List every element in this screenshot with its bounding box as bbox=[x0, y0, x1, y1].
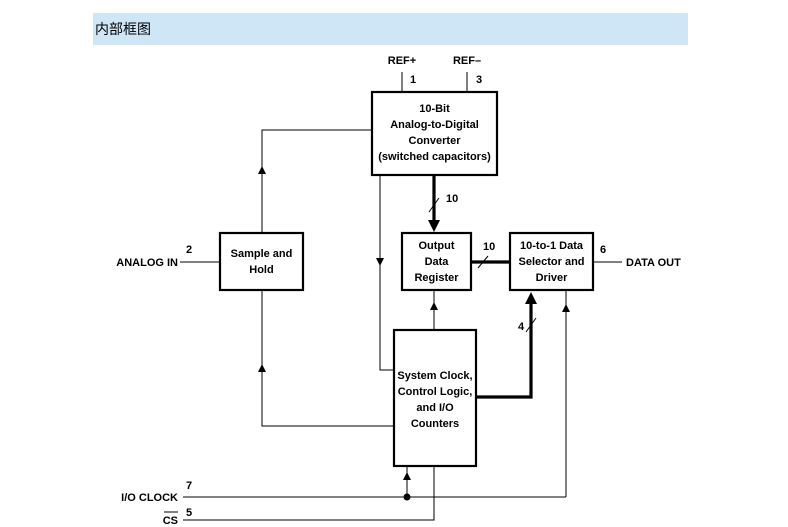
adc-line-2: Analog-to-Digital bbox=[390, 119, 479, 131]
control-logic-line-2: Control Logic, bbox=[398, 386, 473, 398]
cs-number: 5 bbox=[186, 507, 192, 519]
adc-line-3: Converter bbox=[409, 135, 462, 147]
adc-block bbox=[370, 90, 499, 177]
register-bus-width: 10 bbox=[483, 241, 495, 253]
control-to-selector-arrow bbox=[525, 292, 537, 304]
data-out-number: 6 bbox=[600, 244, 606, 256]
register-bus-slash bbox=[477, 255, 489, 269]
sample-hold-block bbox=[218, 231, 305, 292]
section-header: 内部框图 bbox=[93, 13, 688, 45]
ref-minus-label: REF– bbox=[453, 55, 481, 67]
data-selector-block bbox=[508, 231, 595, 292]
adc-line-1: 10-Bit bbox=[419, 103, 450, 115]
adc-bus-slash bbox=[428, 197, 440, 213]
adc-to-register-arrow bbox=[428, 220, 440, 232]
sh-to-adc-line bbox=[261, 129, 372, 233]
control-logic-block bbox=[392, 328, 478, 468]
io-clock-label: I/O CLOCK bbox=[121, 492, 178, 504]
control-bus-slash bbox=[525, 317, 537, 333]
ref-plus-number: 1 bbox=[410, 74, 416, 86]
analog-in-number: 2 bbox=[186, 244, 192, 256]
adc-line-4: (switched capacitors) bbox=[378, 151, 491, 163]
output-register-line-2: Data bbox=[425, 256, 450, 268]
control-to-selector-bus bbox=[476, 302, 533, 399]
data-selector-line-3: Driver bbox=[536, 272, 569, 284]
output-register-block bbox=[400, 231, 473, 292]
ref-minus-number: 3 bbox=[476, 74, 482, 86]
ref-plus-label: REF+ bbox=[388, 55, 416, 67]
cs-line bbox=[183, 466, 435, 521]
control-bus-width: 4 bbox=[518, 321, 525, 333]
analog-in-label: ANALOG IN bbox=[116, 257, 178, 269]
data-selector-line-1: 10-to-1 Data bbox=[520, 240, 584, 252]
control-logic-line-4: Counters bbox=[411, 418, 459, 430]
sample-hold-line-2: Hold bbox=[249, 264, 273, 276]
io-clock-junction bbox=[403, 493, 411, 501]
adc-to-control-line bbox=[379, 175, 394, 371]
output-register-line-1: Output bbox=[418, 240, 454, 252]
sample-hold-line-1: Sample and bbox=[231, 248, 293, 260]
section-title: 内部框图 bbox=[95, 22, 151, 38]
adc-bus-width: 10 bbox=[446, 193, 458, 205]
cs-label: CS bbox=[163, 515, 178, 527]
io-clock-number: 7 bbox=[186, 480, 192, 492]
data-out-label: DATA OUT bbox=[626, 257, 681, 269]
control-logic-line-3: and I/O bbox=[416, 402, 454, 414]
control-logic-line-1: System Clock, bbox=[397, 370, 472, 382]
control-to-sh-line bbox=[261, 290, 394, 427]
data-selector-line-2: Selector and bbox=[518, 256, 584, 268]
output-register-line-3: Register bbox=[414, 272, 459, 284]
